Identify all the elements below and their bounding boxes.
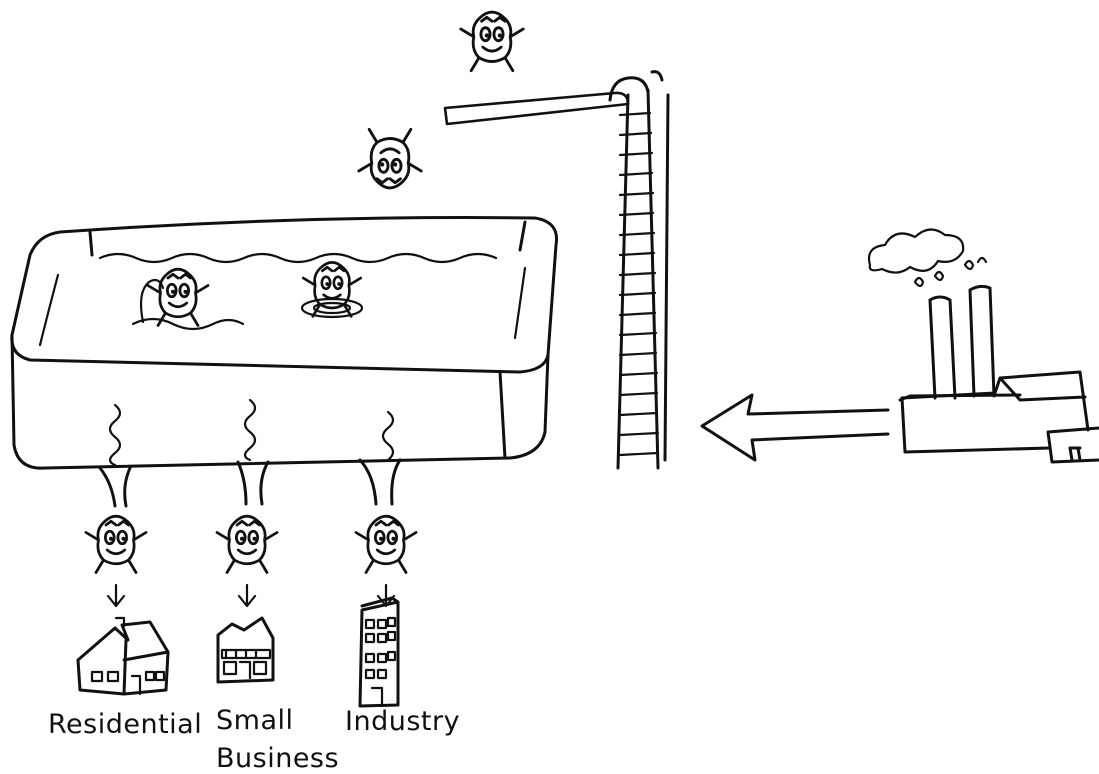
pipes	[98, 398, 402, 508]
industry-droplet	[354, 514, 418, 574]
factory-icon	[867, 228, 1099, 464]
office-tower-icon	[358, 596, 400, 708]
diving-board-icon	[443, 76, 650, 126]
ladder-icon	[616, 70, 670, 470]
label-industry: Industry	[345, 706, 461, 737]
residential-droplet	[84, 514, 148, 574]
left-arrow-icon	[700, 393, 890, 462]
label-small-business: Small Business	[216, 706, 339, 774]
business-droplet	[215, 514, 279, 574]
down-arrows	[106, 583, 396, 608]
label-small: Small	[216, 705, 294, 736]
pool	[10, 216, 559, 470]
label-business: Business	[216, 743, 340, 774]
jumping-droplet	[459, 10, 525, 73]
shop-icon	[216, 616, 275, 684]
label-residential: Residential	[48, 709, 203, 740]
swimmer-droplet-1	[131, 267, 245, 331]
diving-droplet	[357, 127, 423, 190]
swimmer-droplet-2	[300, 261, 364, 319]
house-icon	[76, 616, 170, 696]
